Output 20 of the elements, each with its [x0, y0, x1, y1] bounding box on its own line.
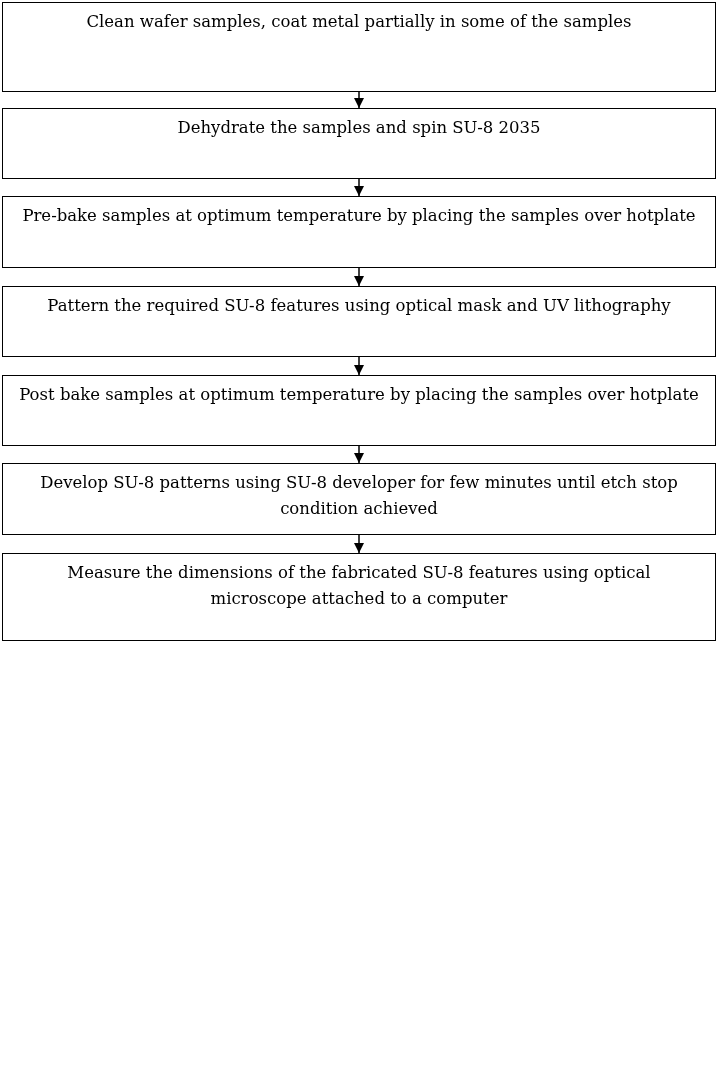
arrow [353, 534, 365, 554]
step-text: Dehydrate the samples and spin SU-8 2035 [177, 118, 541, 137]
process-box [2, 108, 716, 179]
process-box [2, 553, 716, 641]
step-text: Pre-bake samples at optimum temperature by placing the samples over hotplate [22, 206, 696, 225]
process-box [2, 2, 716, 92]
process-box [2, 286, 716, 357]
arrow [353, 267, 365, 287]
process-box [2, 463, 716, 535]
arrow [353, 91, 365, 109]
process-box [2, 375, 716, 446]
step-text: Pattern the required SU-8 features using optical mask and UV lithography [47, 296, 671, 315]
arrow [353, 356, 365, 376]
process-box [2, 196, 716, 268]
step-text: Clean wafer samples, coat metal partially in some of the samples [86, 12, 632, 31]
arrow [353, 178, 365, 197]
step-text: Measure the dimensions of the fabricated SU-8 features using optical microscope attached to a computer [67, 563, 651, 608]
step-text: Post bake samples at optimum temperature by placing the samples over hotplate [19, 385, 699, 404]
step-text: Develop SU-8 patterns using SU-8 developer for few minutes until etch stop condition achieved [40, 473, 678, 518]
arrow [353, 445, 365, 464]
